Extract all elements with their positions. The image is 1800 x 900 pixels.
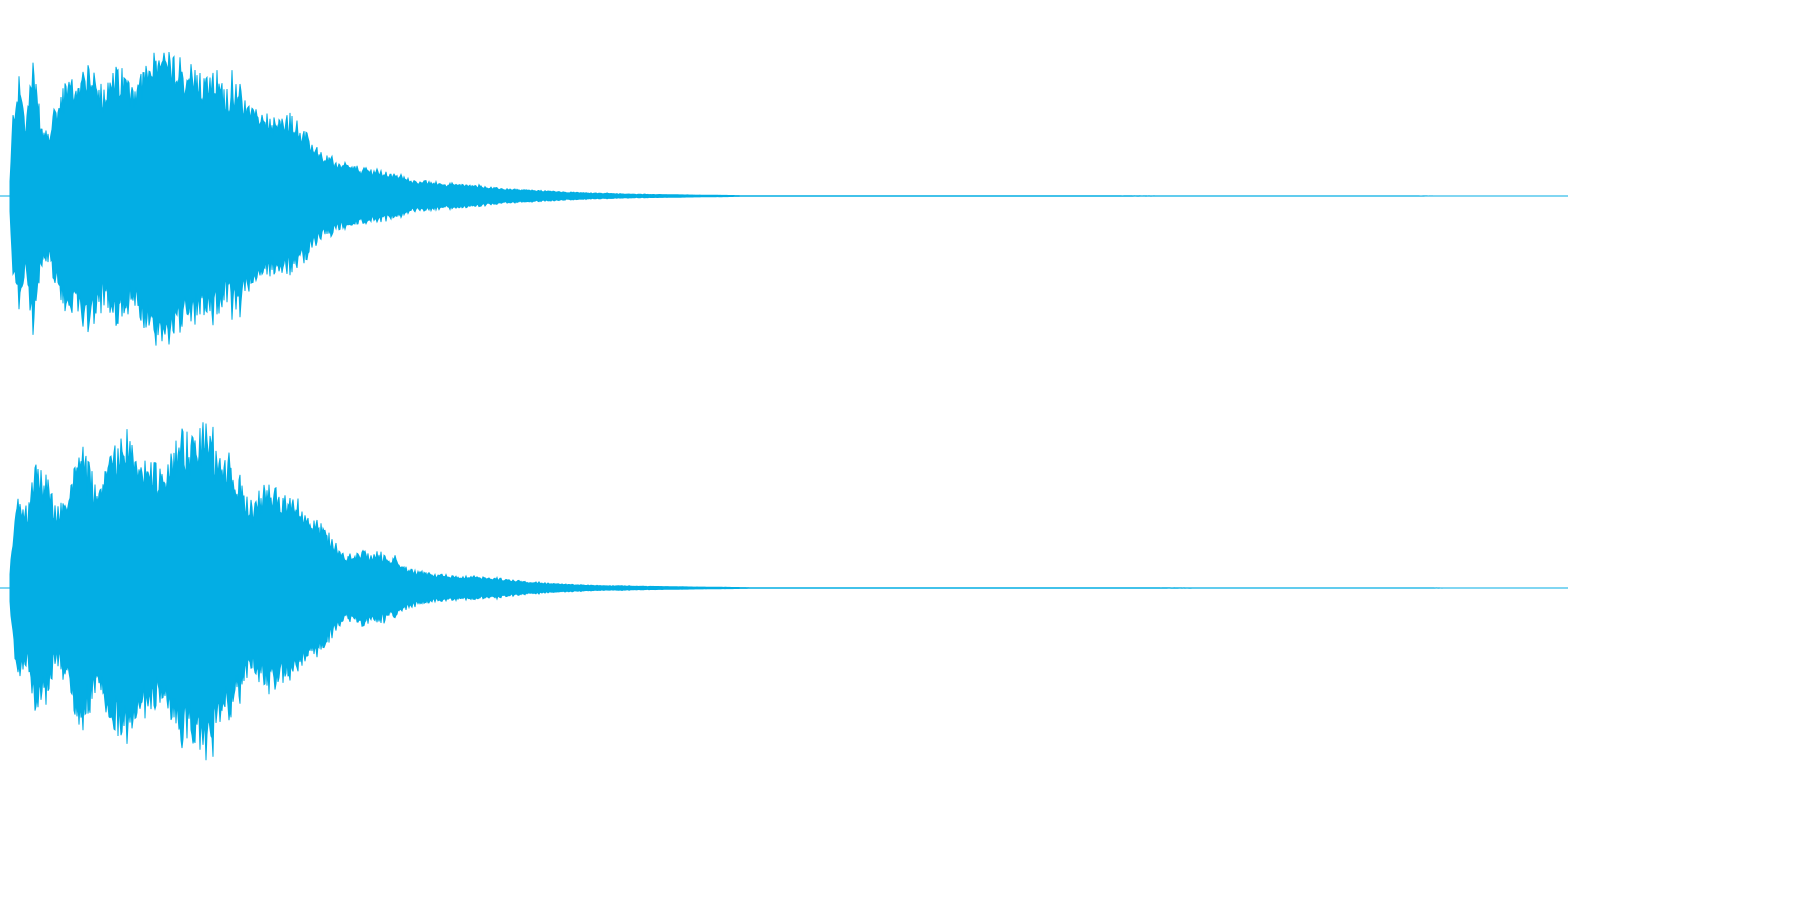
waveform-channel-2 [0,392,1568,784]
waveform-channel-1 [0,0,1568,392]
audio-waveform-display [0,0,1568,784]
